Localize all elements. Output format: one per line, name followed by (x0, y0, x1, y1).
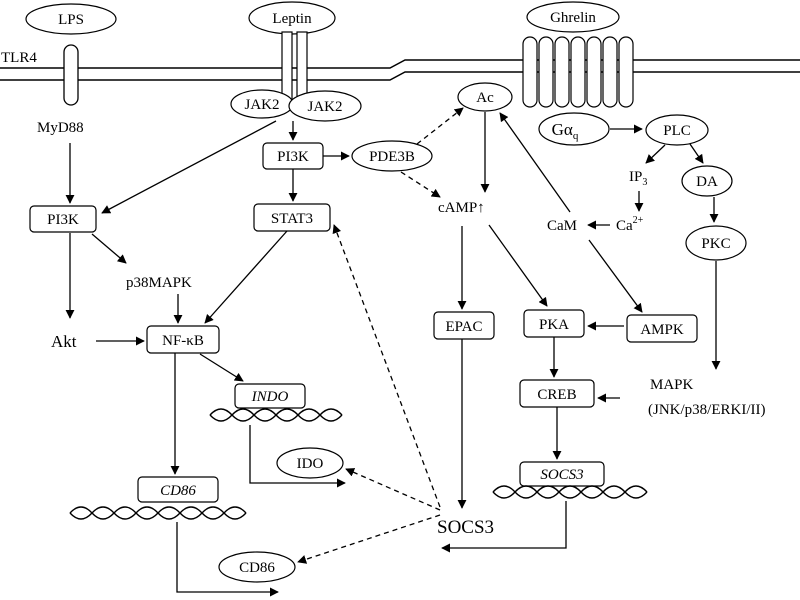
ca-label: Ca2+ (616, 215, 644, 234)
galpha-subscript: q (573, 130, 579, 142)
ca-base: Ca (616, 218, 633, 234)
cd86-gene-node: CD86 (137, 476, 219, 503)
da-node: DA (681, 165, 733, 197)
arrow-socs3-gene-protein (441, 501, 567, 553)
pka-node: PKA (523, 309, 585, 338)
arrow-indo-ido (249, 425, 346, 488)
socs3-gene-label: SOCS3 (540, 467, 583, 483)
creb-node: CREB (519, 379, 595, 408)
pathway-arrows (65, 107, 721, 597)
cd86-dna-strand (69, 506, 247, 520)
jak2-right-node: JAK2 (288, 90, 362, 122)
nfkb-node: NF-κB (146, 325, 220, 354)
galpha-q-label: Gαq (552, 120, 579, 142)
galpha-q-node: Gαq (538, 112, 610, 146)
lps-node: LPS (25, 3, 117, 35)
lps-label: LPS (58, 12, 84, 28)
ido-node: IDO (276, 447, 344, 479)
arrow-cam-ampk (588, 239, 643, 313)
arrow-pi3k-p38mapk (91, 233, 127, 264)
galpha-base: Gα (552, 120, 573, 139)
socs3-gene-node: SOCS3 (519, 461, 605, 487)
indo-gene-node: INDO (234, 383, 306, 409)
cell-membrane (0, 59, 800, 81)
tlr4-label: TLR4 (1, 50, 37, 66)
p38mapk-label: p38MAPK (126, 275, 192, 291)
jak2-left-node: JAK2 (230, 89, 294, 119)
arrow-plc-da (689, 143, 704, 164)
arrow-cam-ac (499, 112, 571, 213)
camp-label: cAMP↑ (438, 200, 485, 216)
stat3-label: STAT3 (271, 211, 313, 227)
ip3-label: IP3 (629, 169, 647, 188)
ip3-base: IP (629, 169, 642, 185)
arrow-socs3-stat3 (332, 224, 441, 508)
ghrelin-node: Ghrelin (526, 1, 620, 33)
ip3-subscript: 3 (642, 177, 647, 188)
arrow-socs3-cd86 (297, 514, 441, 564)
pi3k-left-label: PI3K (47, 212, 79, 228)
ampk-node: AMPK (626, 314, 698, 343)
ac-node: Ac (457, 82, 513, 112)
pkc-node: PKC (685, 225, 747, 261)
creb-label: CREB (537, 387, 576, 403)
stat3-node: STAT3 (253, 203, 331, 232)
arrow-camp-pka (488, 224, 548, 307)
nfkb-label: NF-κB (162, 333, 204, 349)
cd86-gene-label: CD86 (160, 483, 196, 499)
mapk-detail-label: (JNK/p38/ERKI/II) (648, 402, 765, 418)
myd88-label: MyD88 (37, 120, 84, 136)
arrow-nfkb-indo-gene (199, 353, 244, 382)
pde3b-label: PDE3B (369, 149, 415, 165)
plc-node: PLC (645, 114, 709, 146)
arrow-cd86-gene-protein (176, 522, 279, 597)
da-label: DA (696, 174, 718, 190)
ido-label: IDO (297, 456, 324, 472)
arrow-plc-ip3 (645, 144, 666, 164)
tlr4-receptor (63, 44, 79, 106)
arrow-jak2-pi3k-left (101, 120, 277, 214)
epac-label: EPAC (446, 319, 483, 335)
ghrelin-label: Ghrelin (550, 10, 596, 26)
cd86-protein-node: CD86 (218, 551, 296, 583)
pi3k-center-label: PI3K (277, 149, 309, 165)
ca-superscript: 2+ (633, 215, 644, 226)
plc-label: PLC (663, 123, 691, 139)
indo-gene-label: INDO (251, 389, 289, 405)
pde3b-node: PDE3B (351, 140, 433, 172)
jak2-left-label: JAK2 (244, 97, 279, 113)
pkc-label: PKC (701, 236, 730, 252)
pka-label: PKA (539, 317, 569, 333)
cam-label: CaM (547, 218, 577, 234)
cd86-protein-label: CD86 (239, 560, 275, 576)
ghrelin-receptor (522, 36, 634, 108)
indo-dna-strand (209, 408, 343, 422)
socs3-protein-label: SOCS3 (437, 517, 494, 538)
arrow-socs3-ido (345, 468, 441, 511)
pi3k-left-node: PI3K (29, 205, 97, 233)
akt-label: Akt (51, 332, 77, 351)
mapk-label: MAPK (650, 377, 694, 393)
pi3k-center-node: PI3K (262, 142, 324, 170)
leptin-label: Leptin (272, 11, 312, 27)
arrow-stat3-nfkb (204, 230, 288, 324)
epac-node: EPAC (433, 311, 495, 340)
socs3-dna-strand (492, 485, 648, 499)
ampk-label: AMPK (640, 322, 684, 338)
ac-label: Ac (476, 90, 494, 106)
arrow-pde3b-camp (400, 171, 441, 198)
leptin-receptor (281, 31, 308, 103)
jak2-right-label: JAK2 (307, 99, 342, 115)
arrow-pde3b-ac (416, 107, 464, 145)
leptin-node: Leptin (248, 1, 336, 35)
